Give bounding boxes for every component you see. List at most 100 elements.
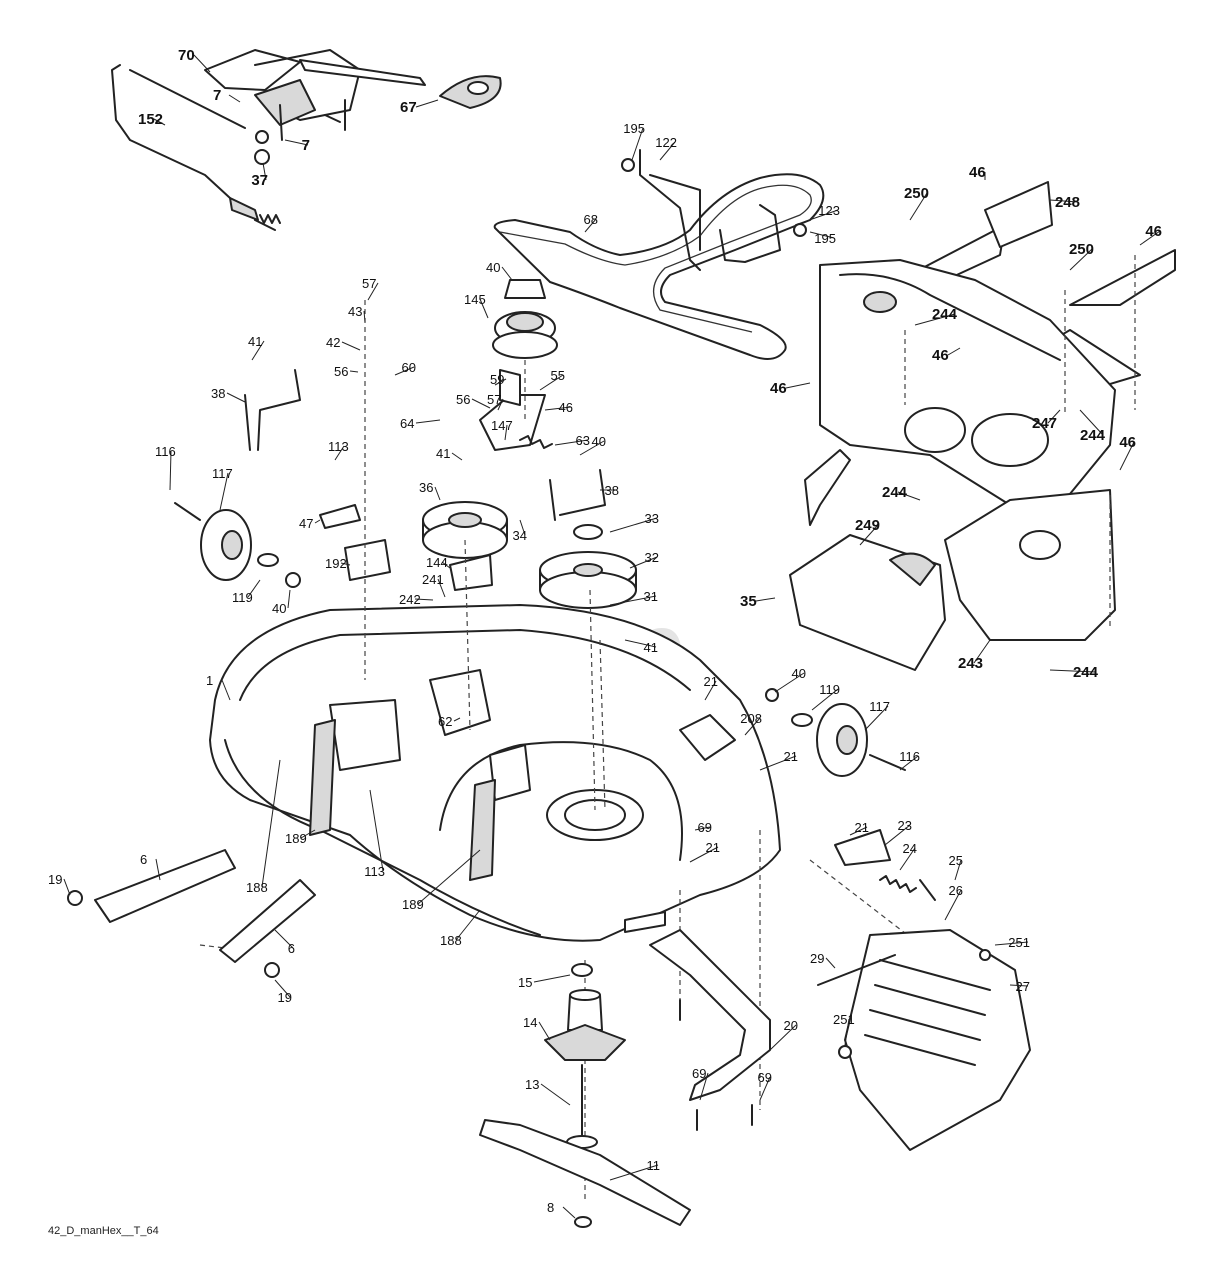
part-callout-23: 23 (898, 818, 912, 833)
part-callout-1: 1 (206, 673, 213, 688)
callouts: 7077152376719512268123195250462484625024… (48, 47, 1162, 1219)
callout-leader (340, 562, 351, 566)
part-callout-60: 60 (402, 360, 416, 375)
callout-leader (155, 858, 161, 881)
part-callout-42: 42 (326, 335, 340, 350)
part-callout-192: 192 (325, 556, 347, 571)
part-callout-242: 242 (399, 592, 421, 607)
part-callout-249: 249 (855, 517, 880, 534)
part-callout-247: 247 (1032, 415, 1057, 432)
callout-leader (944, 889, 962, 921)
part-callout-244: 244 (1073, 664, 1099, 681)
callout-leader (287, 589, 291, 609)
callout-leader (363, 310, 366, 323)
part-callout-46: 46 (1145, 223, 1162, 240)
part-callout-21: 21 (704, 674, 718, 689)
callout-leader (415, 99, 439, 108)
callout-leader (947, 347, 961, 356)
callout-leader (899, 755, 919, 771)
callout-leader (899, 847, 916, 871)
callout-leader (584, 218, 597, 233)
callout-leader (794, 209, 839, 226)
callout-leader (262, 162, 267, 181)
part-callout-119: 119 (819, 682, 840, 697)
callout-leader (437, 578, 446, 598)
part-callout-250: 250 (1069, 241, 1094, 258)
gauge-wheel-right (765, 688, 906, 777)
callout-leader (341, 341, 361, 351)
part-callout-251: 251 (833, 1012, 855, 1027)
part-callout-21: 21 (855, 820, 869, 835)
part-callout-25: 25 (949, 853, 963, 868)
part-callout-14: 14 (523, 1015, 537, 1030)
callout-leader (453, 717, 461, 722)
callout-leader (785, 382, 811, 389)
part-callout-251: 251 (1008, 935, 1030, 950)
part-callout-8: 8 (547, 1200, 554, 1215)
part-callout-57: 57 (487, 392, 501, 407)
part-callout-47: 47 (299, 516, 313, 531)
part-callout-6: 6 (288, 941, 295, 956)
part-callout-38: 38 (211, 386, 225, 401)
callout-leader (314, 519, 321, 524)
part-callout-40: 40 (486, 260, 500, 275)
part-callout-69: 69 (692, 1066, 706, 1081)
callout-leader (63, 878, 71, 896)
brackets (244, 369, 606, 591)
callout-leader (538, 1021, 551, 1041)
callout-leader (699, 1072, 709, 1101)
part-callout-250: 250 (904, 185, 929, 202)
part-callout-35: 35 (740, 593, 757, 610)
part-callout-46: 46 (1119, 434, 1136, 451)
part-callout-147: 147 (491, 418, 513, 433)
part-callout-24: 24 (903, 841, 917, 856)
mower-deck (209, 604, 781, 942)
part-callout-41: 41 (436, 446, 450, 461)
part-callout-46: 46 (559, 400, 573, 415)
part-callout-46: 46 (969, 164, 986, 181)
part-callout-208: 208 (740, 711, 762, 726)
part-callout-62: 62 (438, 714, 452, 729)
callout-leader (1069, 248, 1093, 271)
part-callout-38: 38 (605, 483, 619, 498)
callout-leader (479, 298, 489, 319)
part-callout-13: 13 (525, 1077, 539, 1092)
part-callout-69: 69 (758, 1070, 772, 1085)
part-callout-26: 26 (949, 883, 963, 898)
callout-leader (774, 672, 805, 693)
part-callout-119: 119 (232, 590, 253, 605)
callout-leader (414, 598, 434, 601)
callout-leader (884, 824, 911, 846)
callout-leader (769, 1024, 797, 1051)
part-callout-244: 244 (932, 306, 958, 323)
callout-leader (219, 472, 229, 511)
callout-leader (849, 826, 868, 836)
deck-cover-67 (439, 75, 502, 109)
part-callout-244: 244 (882, 484, 908, 501)
callout-leader (1079, 409, 1104, 436)
callout-leader (759, 1076, 771, 1101)
callout-leader (228, 94, 241, 103)
callout-leader (859, 524, 879, 546)
callout-leader (539, 374, 564, 391)
part-callout-15: 15 (518, 975, 532, 990)
part-callout-31: 31 (644, 589, 658, 604)
idler-arm-63 (479, 369, 553, 451)
callout-leader (954, 859, 962, 881)
part-callout-21: 21 (706, 840, 720, 855)
callout-leader (579, 440, 605, 456)
part-callout-46: 46 (932, 347, 949, 364)
callout-leader (497, 398, 504, 411)
callout-leader (629, 556, 658, 569)
callout-leader (221, 679, 231, 701)
lower-shield-249-243 (789, 489, 1116, 671)
mower-blade (479, 1119, 691, 1228)
callout-leader (455, 909, 481, 941)
callout-leader (504, 424, 508, 441)
callout-leader (631, 127, 644, 161)
part-callout-40: 40 (272, 601, 286, 616)
part-callout-27: 27 (1016, 979, 1030, 994)
part-callout-32: 32 (645, 550, 659, 565)
callout-leader (624, 639, 657, 648)
part-callout-29: 29 (810, 951, 824, 966)
